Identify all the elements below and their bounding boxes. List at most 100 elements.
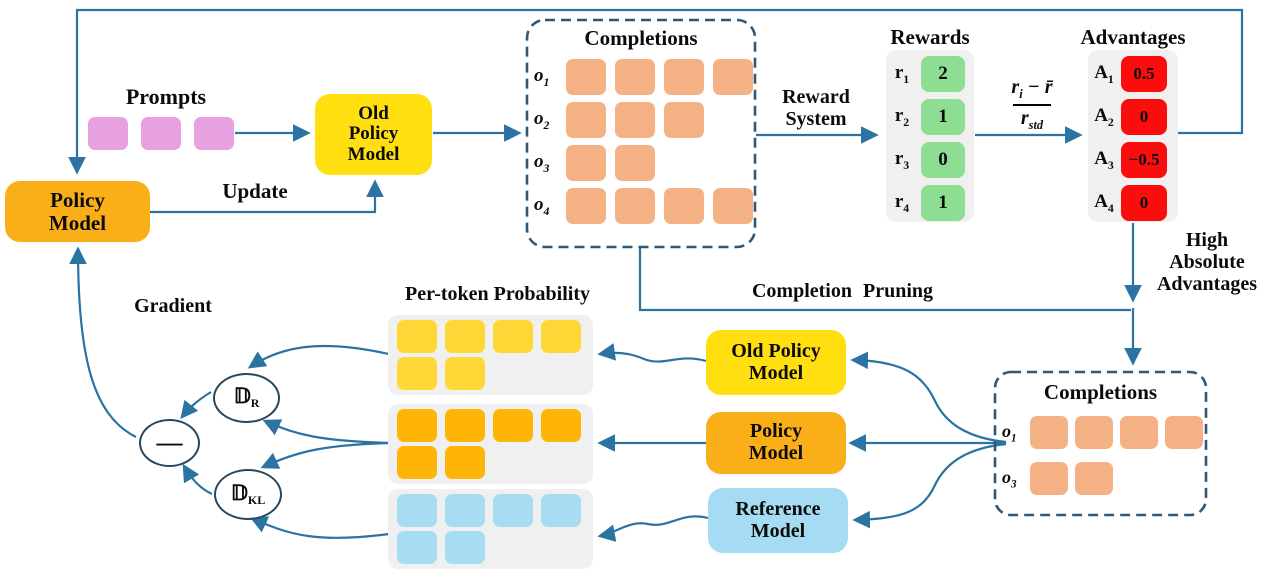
advantage-formula: ri − r̄ rstd xyxy=(986,76,1078,133)
prob-token-row xyxy=(397,531,593,564)
minus-node: — xyxy=(139,419,200,467)
advantage-value: 0.5 xyxy=(1121,56,1167,92)
high-absolute-advantages-label: High Absolute Advantages xyxy=(1156,229,1257,295)
arrow-advantages-to-policy-loop xyxy=(68,8,1244,175)
token-box xyxy=(566,188,606,224)
completion-row: o4 xyxy=(534,188,753,224)
token-box xyxy=(397,446,437,479)
completion-row: o3 xyxy=(1002,462,1203,495)
completions-top-border xyxy=(525,18,757,249)
reward-row: r4 1 xyxy=(889,185,965,221)
completion-row: o1 xyxy=(1002,416,1203,449)
token-box xyxy=(615,145,655,181)
completion-row: o2 xyxy=(534,102,753,138)
prob-token-row xyxy=(397,446,593,479)
prob-panel-old-policy xyxy=(388,315,593,395)
completions-bottom-rows: o1 o3 xyxy=(1002,416,1203,495)
arrow-panel2-to-dkl xyxy=(260,441,390,469)
advantage-value: 0 xyxy=(1121,99,1167,135)
token-box xyxy=(445,446,485,479)
policy-model-left: Policy Model xyxy=(5,181,150,242)
completions-top-title: Completions xyxy=(584,26,698,50)
token-box xyxy=(713,59,753,95)
completion-row-label: o3 xyxy=(534,150,550,175)
completion-token-row xyxy=(566,188,753,224)
arrow-gradient-to-policy xyxy=(69,246,137,438)
gradient-label: Gradient xyxy=(134,295,212,317)
token-box xyxy=(566,102,606,138)
completion-row: o3 xyxy=(534,145,753,181)
completions-bottom-title: Completions xyxy=(1043,380,1158,404)
arrow-panel1-to-dr xyxy=(247,344,390,369)
reward-system-label: Reward System xyxy=(782,86,850,130)
token-box xyxy=(445,409,485,442)
completion-token-row xyxy=(566,145,655,181)
token-box xyxy=(713,188,753,224)
token-box xyxy=(445,494,485,527)
token-box xyxy=(194,117,234,150)
token-box xyxy=(493,320,533,353)
completions-top-rows: o1 o2 o3 o4 xyxy=(534,59,753,224)
arrow-panel3-to-dkl xyxy=(249,516,390,539)
reference-model-bottom: Reference Model xyxy=(708,488,848,553)
old-policy-model-bottom: Old Policy Model xyxy=(706,330,846,395)
rewards-rows: r1 2 r2 1 r3 0 r4 1 xyxy=(889,56,965,221)
arrow-completions-to-old-policy-bottom xyxy=(850,351,1007,444)
token-box xyxy=(493,494,533,527)
advantage-row: A2 0 xyxy=(1091,99,1167,135)
completion-token-row xyxy=(1030,462,1113,495)
reward-row: r3 0 xyxy=(889,142,965,178)
token-box xyxy=(397,494,437,527)
token-box xyxy=(445,357,485,390)
old-policy-model-top: Old Policy Model xyxy=(315,94,432,175)
prob-panel-reference xyxy=(388,489,593,569)
policy-model-bottom: Policy Model xyxy=(706,412,846,474)
token-box xyxy=(615,102,655,138)
rewards-title: Rewards xyxy=(890,25,970,49)
prob-token-row xyxy=(397,494,593,527)
completions-bottom-border xyxy=(993,370,1208,517)
arrow-dr-to-minus xyxy=(180,391,212,420)
completion-row-label: o4 xyxy=(534,193,550,218)
token-box xyxy=(445,531,485,564)
token-box xyxy=(541,409,581,442)
token-box xyxy=(541,494,581,527)
token-box xyxy=(664,102,704,138)
token-box xyxy=(397,409,437,442)
reward-row: r2 1 xyxy=(889,99,965,135)
prob-panel-policy xyxy=(388,404,593,484)
reward-divergence-node: 𝔻R xyxy=(213,373,280,423)
line-completion-pruning xyxy=(638,248,1131,312)
advantages-title: Advantages xyxy=(1080,25,1186,49)
prompts-label: Prompts xyxy=(125,84,207,109)
token-box xyxy=(397,320,437,353)
token-box xyxy=(541,320,581,353)
advantage-value: 0 xyxy=(1121,185,1167,221)
completion-row-label: o2 xyxy=(534,107,550,132)
completion-token-row xyxy=(1030,416,1203,449)
token-box xyxy=(1120,416,1158,449)
token-box xyxy=(493,409,533,442)
advantage-row: A3 −0.5 xyxy=(1091,142,1167,178)
reward-value: 1 xyxy=(921,99,965,135)
per-token-probability-label: Per-token Probability xyxy=(405,283,590,305)
token-box xyxy=(1030,416,1068,449)
token-box xyxy=(664,59,704,95)
reward-row: r1 2 xyxy=(889,56,965,92)
reward-value: 0 xyxy=(921,142,965,178)
token-box xyxy=(615,59,655,95)
token-box xyxy=(88,117,128,150)
advantages-rows: A1 0.5 A2 0 A3 −0.5 A4 0 xyxy=(1091,56,1167,221)
token-box xyxy=(141,117,181,150)
token-box xyxy=(566,145,606,181)
arrow-completions-to-reference-bottom xyxy=(852,442,1007,529)
completion-row: o1 xyxy=(534,59,753,95)
arrow-update-policy-to-old-policy xyxy=(150,179,384,214)
formula-denominator: rstd xyxy=(1012,104,1052,133)
token-box xyxy=(397,531,437,564)
completion-row-label: o1 xyxy=(534,64,550,89)
token-box xyxy=(1030,462,1068,495)
prob-token-row xyxy=(397,320,593,353)
